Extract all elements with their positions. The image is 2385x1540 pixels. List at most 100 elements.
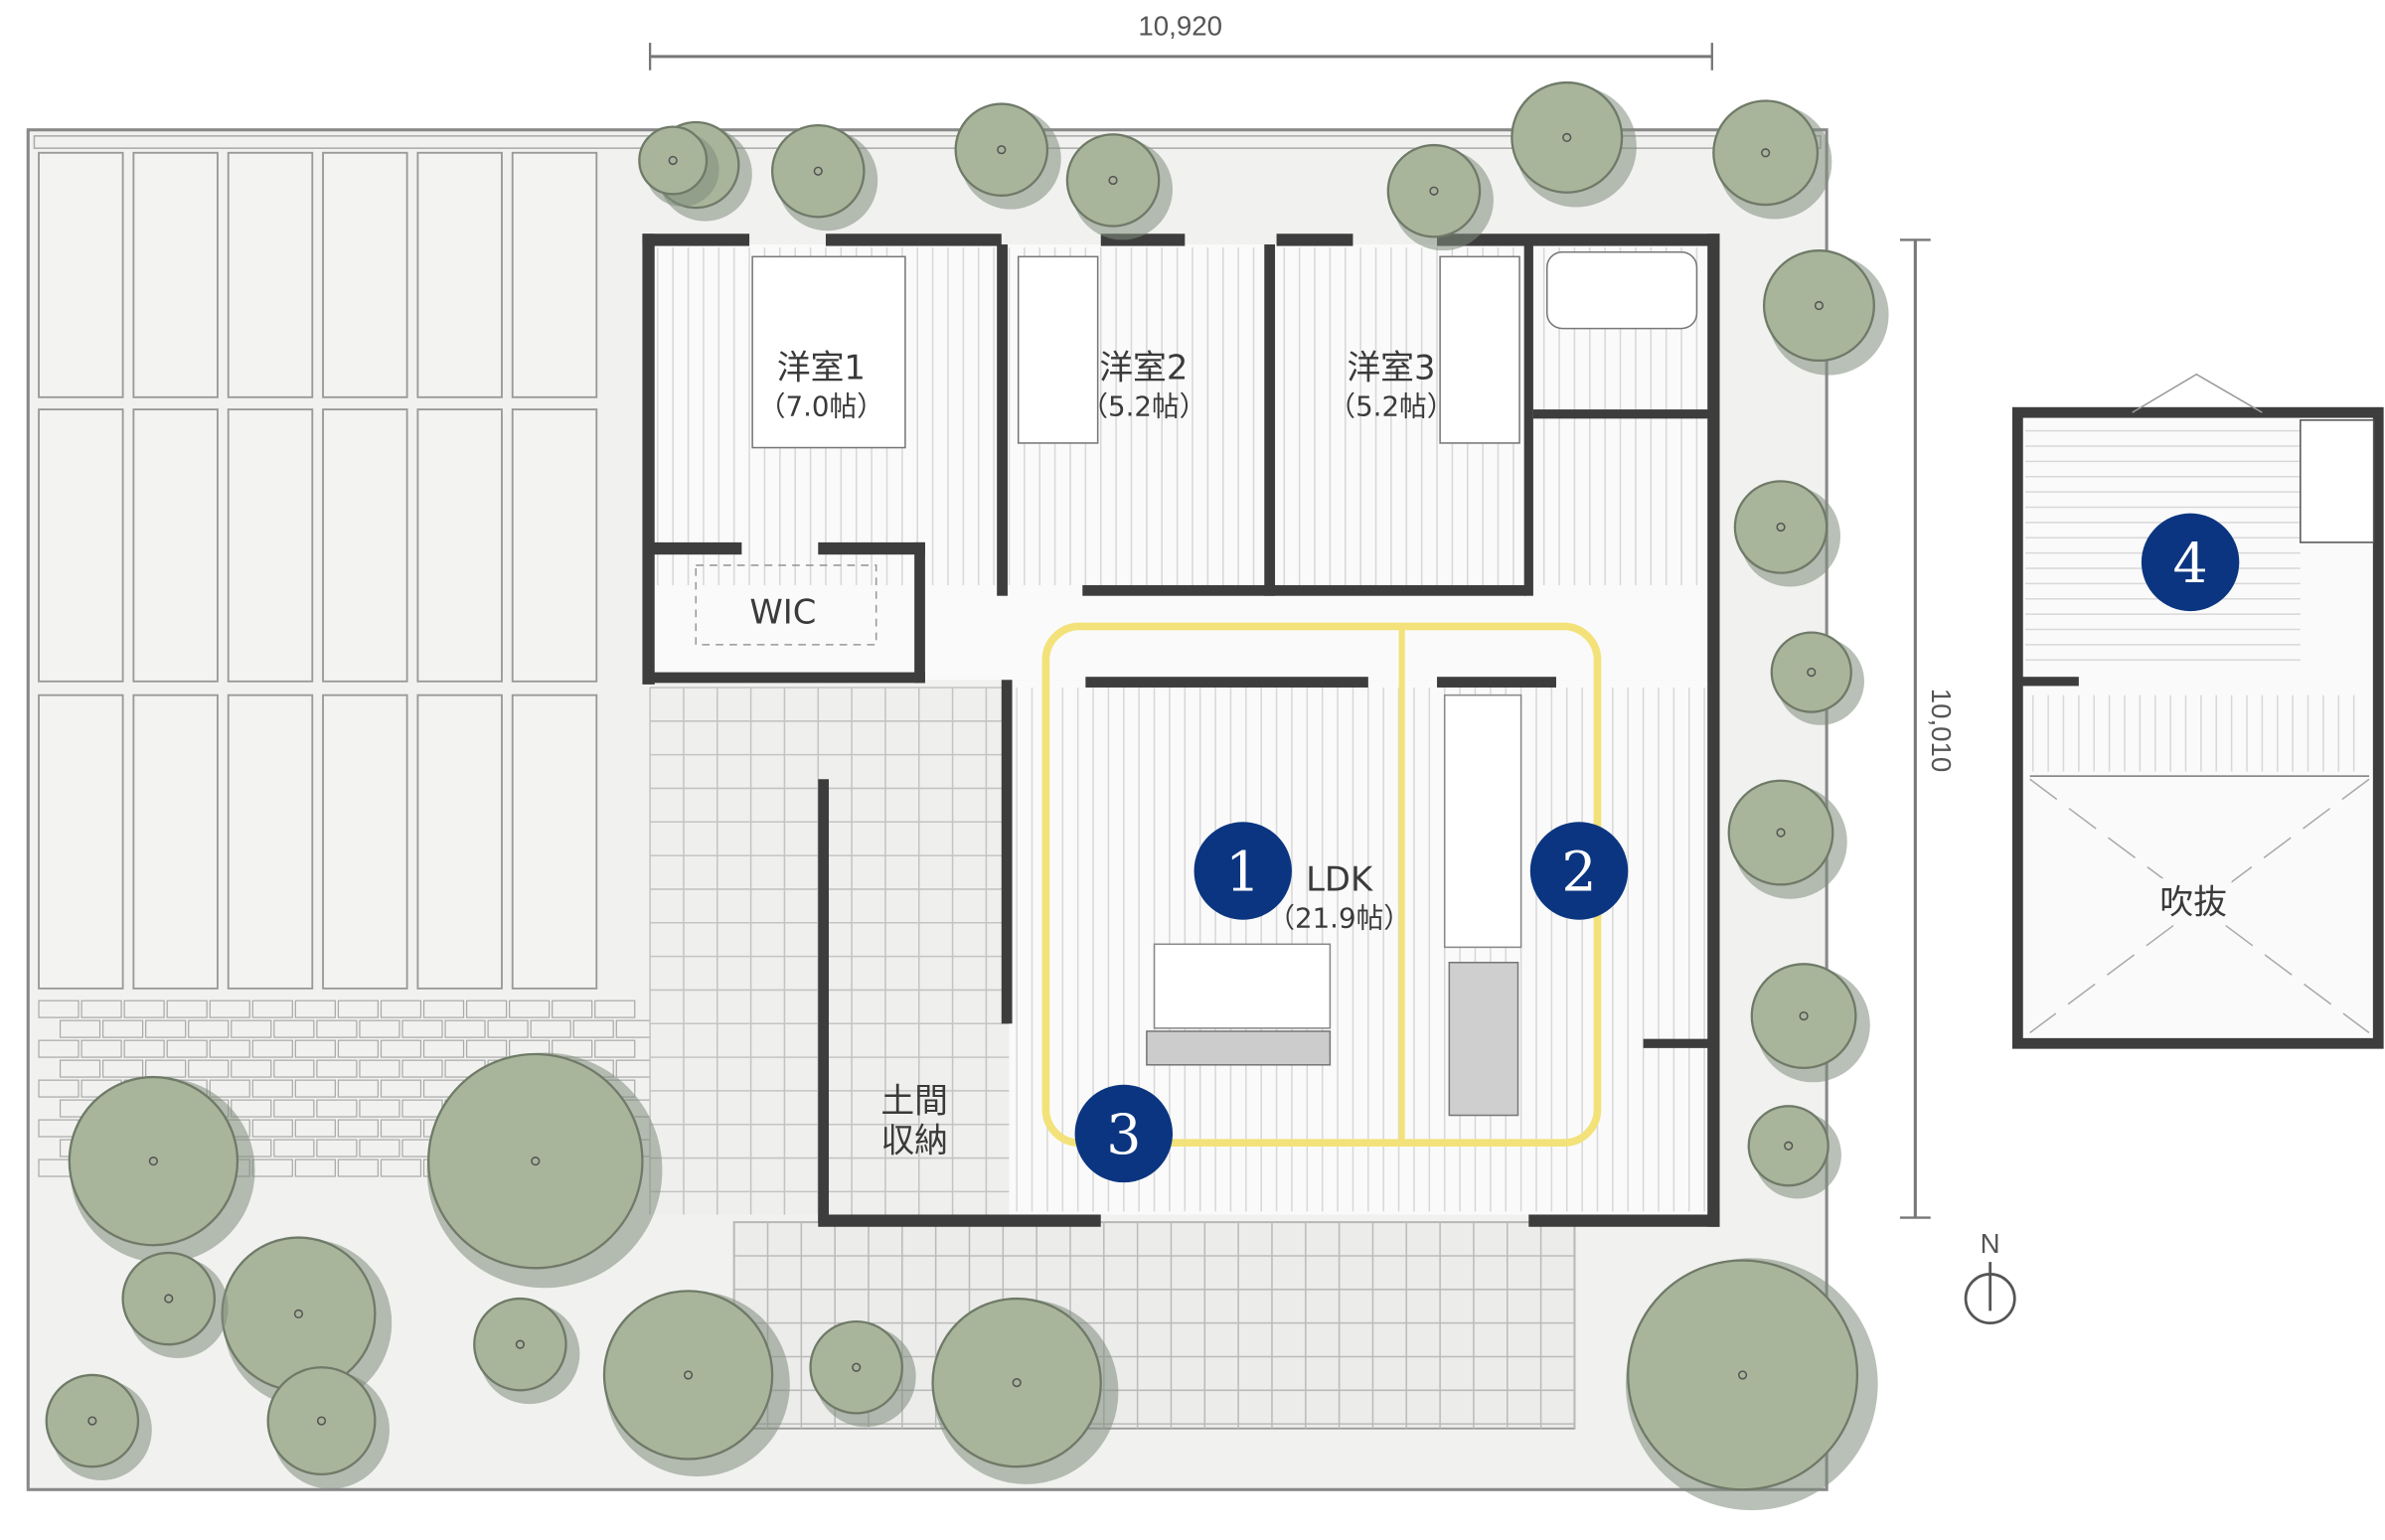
tree [121, 1251, 217, 1346]
field-plot [227, 693, 314, 990]
marker-2[interactable]: 2 [1529, 822, 1629, 920]
doma-label-2: 収納 [880, 1121, 948, 1159]
room1-name: 洋室1 [777, 348, 866, 386]
paving-brick [509, 1000, 551, 1018]
paving-brick [102, 1019, 144, 1038]
paving-brick [337, 1119, 380, 1138]
tree [1747, 1105, 1829, 1187]
paving-brick [166, 1000, 208, 1018]
paving-brick [359, 1139, 400, 1157]
paving-brick [380, 1079, 422, 1098]
ldk-name: LDK [1306, 859, 1373, 898]
paving-brick [251, 1119, 293, 1138]
depth-dimension: 10,010 [1899, 238, 1957, 1219]
tree-center [1814, 300, 1825, 311]
tree [1712, 99, 1820, 207]
paving-brick [316, 1059, 358, 1078]
room2-name: 洋室2 [1099, 348, 1188, 386]
fukinuke-label: 吹抜 [2159, 883, 2227, 922]
field-plot [322, 408, 408, 683]
svg-text:4: 4 [2173, 533, 2208, 596]
tree [1762, 249, 1875, 363]
field-plot [511, 693, 598, 990]
tree-center [1807, 667, 1817, 678]
paving-brick [572, 1019, 614, 1038]
paving-brick [231, 1019, 272, 1038]
paving-brick [102, 1059, 144, 1078]
paving-brick [294, 1079, 336, 1098]
paving-brick [273, 1059, 315, 1078]
tree-center [1776, 828, 1786, 838]
paving-brick [401, 1059, 443, 1078]
tree-center [87, 1416, 97, 1426]
field-plot [132, 151, 219, 398]
paving-brick [380, 1000, 422, 1018]
doma-label-1: 土間 [880, 1081, 948, 1120]
width-dimension: 10,920 [648, 10, 1713, 71]
field-plot [132, 693, 219, 990]
marker-3[interactable]: 3 [1074, 1084, 1174, 1183]
paving-brick [294, 1000, 336, 1018]
tree [1510, 80, 1624, 194]
field-plot [416, 693, 503, 990]
tree [426, 1052, 644, 1270]
tree [68, 1075, 239, 1247]
field-plot [322, 693, 408, 990]
paving-brick [465, 1039, 508, 1058]
paving-brick [145, 1019, 187, 1038]
paving-brick [123, 1039, 165, 1058]
room3-name: 洋室3 [1347, 348, 1435, 386]
paving-brick [123, 1000, 165, 1018]
field-plot [38, 151, 124, 398]
paving-brick [273, 1099, 315, 1118]
paving-brick [80, 1039, 122, 1058]
paving-brick [487, 1019, 529, 1038]
paving-brick [231, 1059, 272, 1078]
paving-brick [594, 1000, 636, 1018]
tree-center [997, 145, 1007, 155]
field-plot [38, 408, 124, 683]
field-plot [227, 151, 314, 398]
room3-size: （5.2帖） [1328, 389, 1454, 422]
paving-brick [359, 1099, 400, 1118]
paving-brick [294, 1158, 336, 1177]
paving-brick [294, 1119, 336, 1138]
paving-brick [359, 1059, 400, 1078]
paving-brick [465, 1000, 508, 1018]
paving-brick [422, 1039, 465, 1058]
marker-4[interactable]: 4 [2141, 513, 2240, 612]
paving-brick [380, 1039, 422, 1058]
paving-brick [38, 1039, 80, 1058]
paving-brick [337, 1079, 380, 1098]
tree-center [668, 155, 678, 166]
paving-brick [337, 1000, 380, 1018]
paving-brick [337, 1039, 380, 1058]
tree-center [1761, 148, 1771, 158]
paving-brick [359, 1019, 400, 1038]
tree-center [1784, 1141, 1794, 1151]
paving-brick [188, 1019, 230, 1038]
paving-brick [594, 1039, 636, 1058]
field-plot [416, 408, 503, 683]
tree-center [683, 1370, 694, 1380]
paving-brick [530, 1019, 571, 1038]
tree [602, 1290, 774, 1461]
paving-brick [251, 1000, 293, 1018]
tree-center [1737, 1370, 1748, 1380]
paving-brick [251, 1079, 293, 1098]
paving-brick [38, 1079, 80, 1098]
marker-1[interactable]: 1 [1193, 822, 1292, 920]
tree [221, 1236, 377, 1392]
tree [266, 1366, 377, 1476]
room1-size: （7.0帖） [758, 389, 884, 422]
paving-brick [273, 1019, 315, 1038]
tree-center [1012, 1378, 1022, 1388]
tree-center [813, 166, 823, 176]
paving-brick [401, 1019, 443, 1038]
tree-center [316, 1416, 327, 1426]
paving-brick [294, 1039, 336, 1058]
garden-field [38, 151, 657, 1177]
tree [638, 125, 709, 196]
tree-center [1776, 522, 1786, 533]
tree [1733, 480, 1828, 574]
